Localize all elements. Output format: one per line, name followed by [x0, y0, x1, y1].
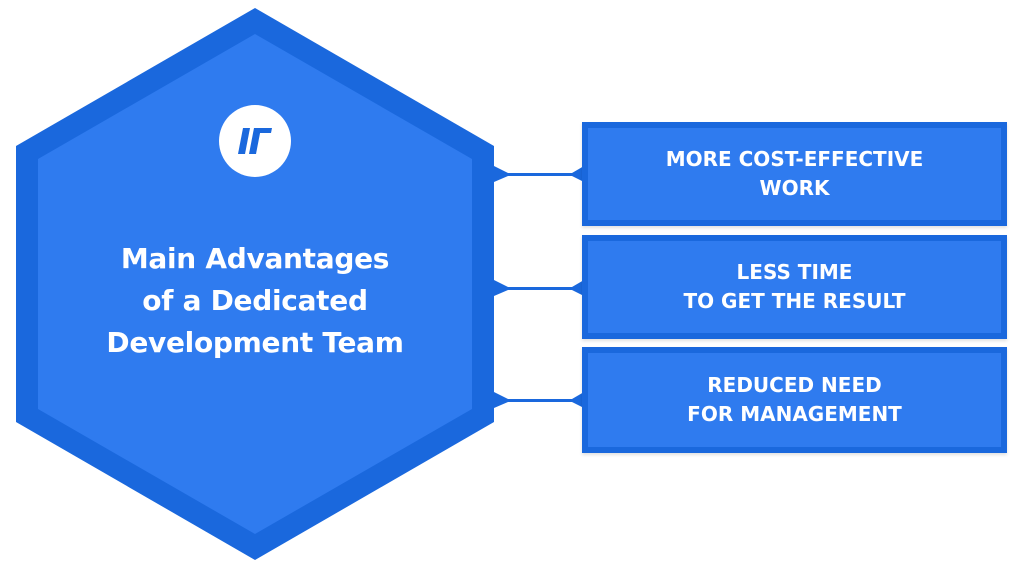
hexagon-inner — [38, 34, 472, 534]
connectors — [494, 166, 584, 408]
title-line-3: Development Team — [106, 326, 404, 359]
advantage-3-line-1: REDUCED NEED — [707, 373, 882, 397]
title-line-1: Main Advantages — [120, 242, 390, 275]
advantage-1-line-1: MORE COST-EFFECTIVE — [665, 147, 924, 171]
diagram-title: Main Advantages of a Dedicated Developme… — [40, 238, 470, 364]
advantage-1-line-2: WORK — [759, 176, 830, 200]
advantage-box-cost-effective: MORE COST-EFFECTIVE WORK — [582, 122, 1007, 226]
advantage-3-line-2: FOR MANAGEMENT — [687, 402, 902, 426]
title-line-2: of a Dedicated — [142, 284, 368, 317]
advantage-2-line-1: LESS TIME — [736, 260, 853, 284]
advantage-2-line-2: TO GET THE RESULT — [683, 289, 906, 313]
logo-badge — [219, 105, 291, 177]
connector-3 — [494, 392, 584, 408]
advantage-box-reduced-management: REDUCED NEED FOR MANAGEMENT — [582, 347, 1007, 453]
connector-2 — [494, 280, 584, 296]
advantage-box-less-time: LESS TIME TO GET THE RESULT — [582, 235, 1007, 339]
company-logo-icon — [238, 128, 272, 154]
connector-1 — [494, 166, 584, 182]
